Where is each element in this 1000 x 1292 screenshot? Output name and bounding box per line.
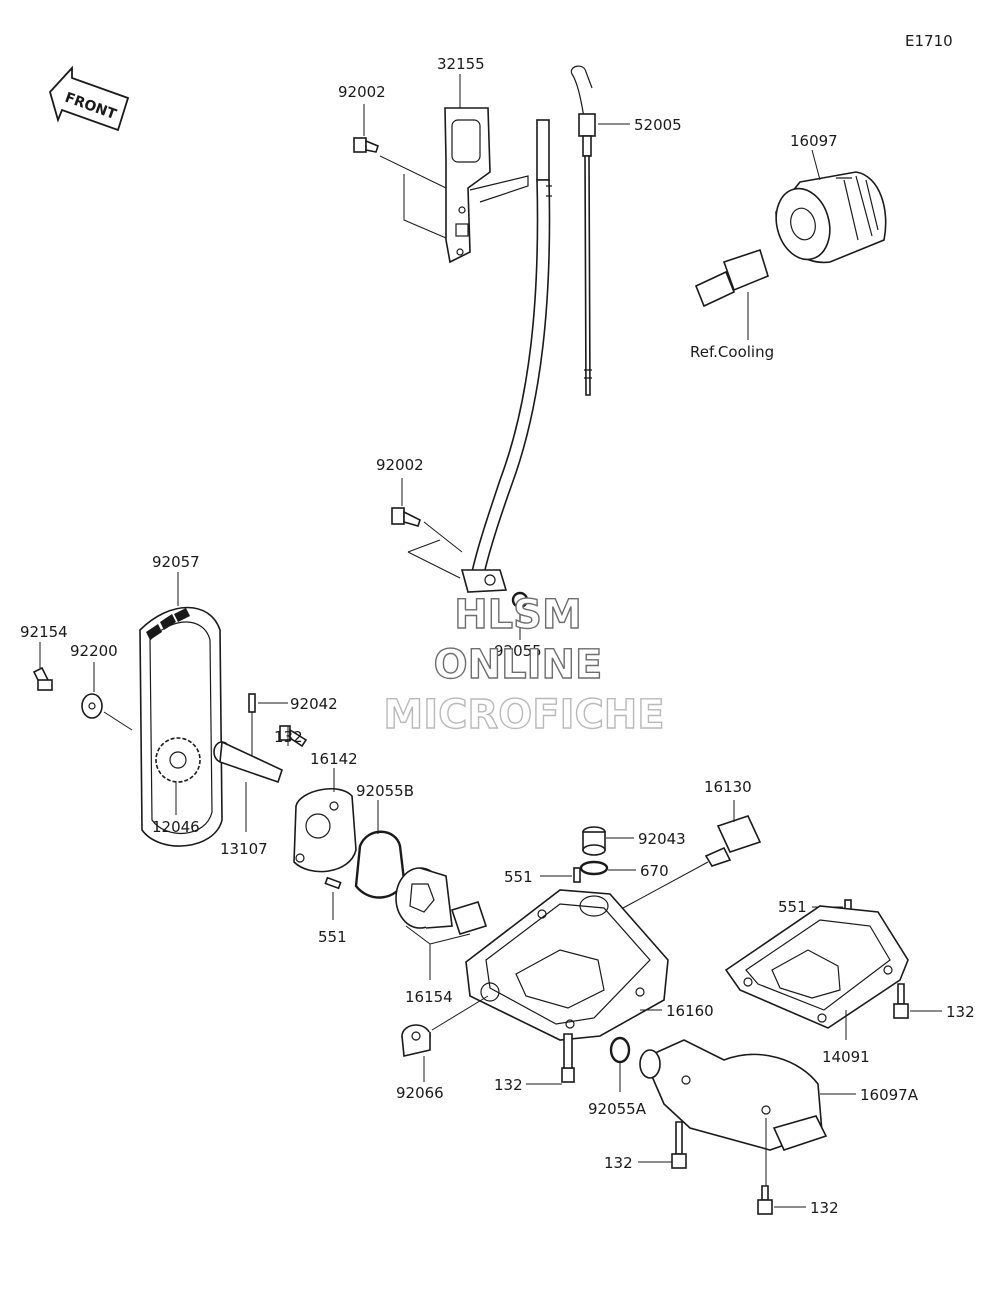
drain-plug-92066[interactable] <box>401 1024 431 1057</box>
pin-551-pan[interactable] <box>573 867 581 883</box>
bolt-92002-mid[interactable] <box>391 507 421 527</box>
pin-92042[interactable] <box>248 693 256 713</box>
ref-cooling-label[interactable]: Ref.Cooling <box>690 343 774 361</box>
o-ring-92055A[interactable] <box>609 1036 631 1064</box>
watermark-line3: MICROFICHE <box>383 692 664 738</box>
callout-132-bottom: 132 <box>810 1199 839 1217</box>
callout-16097: 16097 <box>790 132 838 150</box>
callout-92055A: 92055A <box>588 1100 647 1118</box>
callout-52005: 52005 <box>634 116 682 134</box>
callout-132-cover: 132 <box>604 1154 633 1172</box>
chain-92057[interactable] <box>139 606 223 847</box>
oil-filter-16097[interactable] <box>769 171 887 266</box>
callout-92154: 92154 <box>20 623 68 641</box>
callout-551-pan: 551 <box>504 868 533 886</box>
callout-16142: 16142 <box>310 750 358 768</box>
callout-132-right: 132 <box>946 1003 975 1021</box>
callout-16130: 16130 <box>704 778 752 796</box>
callout-92055B: 92055B <box>356 782 414 800</box>
callout-16160: 16160 <box>666 1002 714 1020</box>
callout-13107: 13107 <box>220 840 268 858</box>
callout-551-right: 551 <box>778 898 807 916</box>
dowel-92043[interactable] <box>582 826 606 856</box>
callout-16154: 16154 <box>405 988 453 1006</box>
bracket-32155[interactable] <box>444 107 529 264</box>
callout-92057: 92057 <box>152 553 200 571</box>
callout-670: 670 <box>640 862 669 880</box>
bolt-92002-top[interactable] <box>353 137 379 153</box>
oil-pump-16142[interactable] <box>293 788 357 873</box>
bolt-132-bottom[interactable] <box>757 1185 773 1215</box>
shaft-13107[interactable] <box>213 740 283 784</box>
callout-92200: 92200 <box>70 642 118 660</box>
filter-nipple[interactable] <box>694 248 769 308</box>
callout-92043: 92043 <box>638 830 686 848</box>
bolt-92154[interactable] <box>32 666 53 691</box>
callout-132-pan: 132 <box>494 1076 523 1094</box>
bolt-132-pan[interactable] <box>561 1033 575 1083</box>
callout-92055: 92055 <box>494 642 542 660</box>
oil-pan-16160[interactable] <box>465 889 669 1041</box>
o-ring-92055[interactable] <box>511 591 529 609</box>
callout-92002-top: 92002 <box>338 83 386 101</box>
relief-valve-16130[interactable] <box>704 815 762 867</box>
sprocket-12046[interactable] <box>155 737 201 783</box>
front-arrow-icon: FRONT <box>48 65 130 132</box>
cover-16097A[interactable] <box>639 1039 828 1151</box>
tube-flange[interactable] <box>460 569 508 593</box>
watermark-line1: HLSM <box>454 592 582 638</box>
callout-92042: 92042 <box>290 695 338 713</box>
washer-92200[interactable] <box>81 693 103 719</box>
o-ring-670[interactable] <box>579 860 609 876</box>
dipstick-52005[interactable] <box>570 65 596 396</box>
bolt-132-right[interactable] <box>893 983 909 1019</box>
callout-92002-mid: 92002 <box>376 456 424 474</box>
callout-16097A: 16097A <box>860 1086 919 1104</box>
callout-132-pump: 132 <box>274 728 303 746</box>
callout-12046: 12046 <box>152 818 200 836</box>
bolt-132-pump[interactable] <box>279 725 308 748</box>
pin-551-pump[interactable] <box>324 876 342 890</box>
callout-551-pump: 551 <box>318 928 347 946</box>
watermark-line2: ONLINE <box>434 642 603 688</box>
rotor-16154[interactable] <box>395 867 488 935</box>
callout-32155: 32155 <box>437 55 485 73</box>
callout-92066: 92066 <box>396 1084 444 1102</box>
baffle-14091[interactable] <box>724 905 909 1029</box>
bolt-132-cover[interactable] <box>671 1121 687 1169</box>
diagram-code: E1710 <box>905 32 953 50</box>
callout-14091: 14091 <box>822 1048 870 1066</box>
dipstick-tube[interactable] <box>471 119 552 575</box>
